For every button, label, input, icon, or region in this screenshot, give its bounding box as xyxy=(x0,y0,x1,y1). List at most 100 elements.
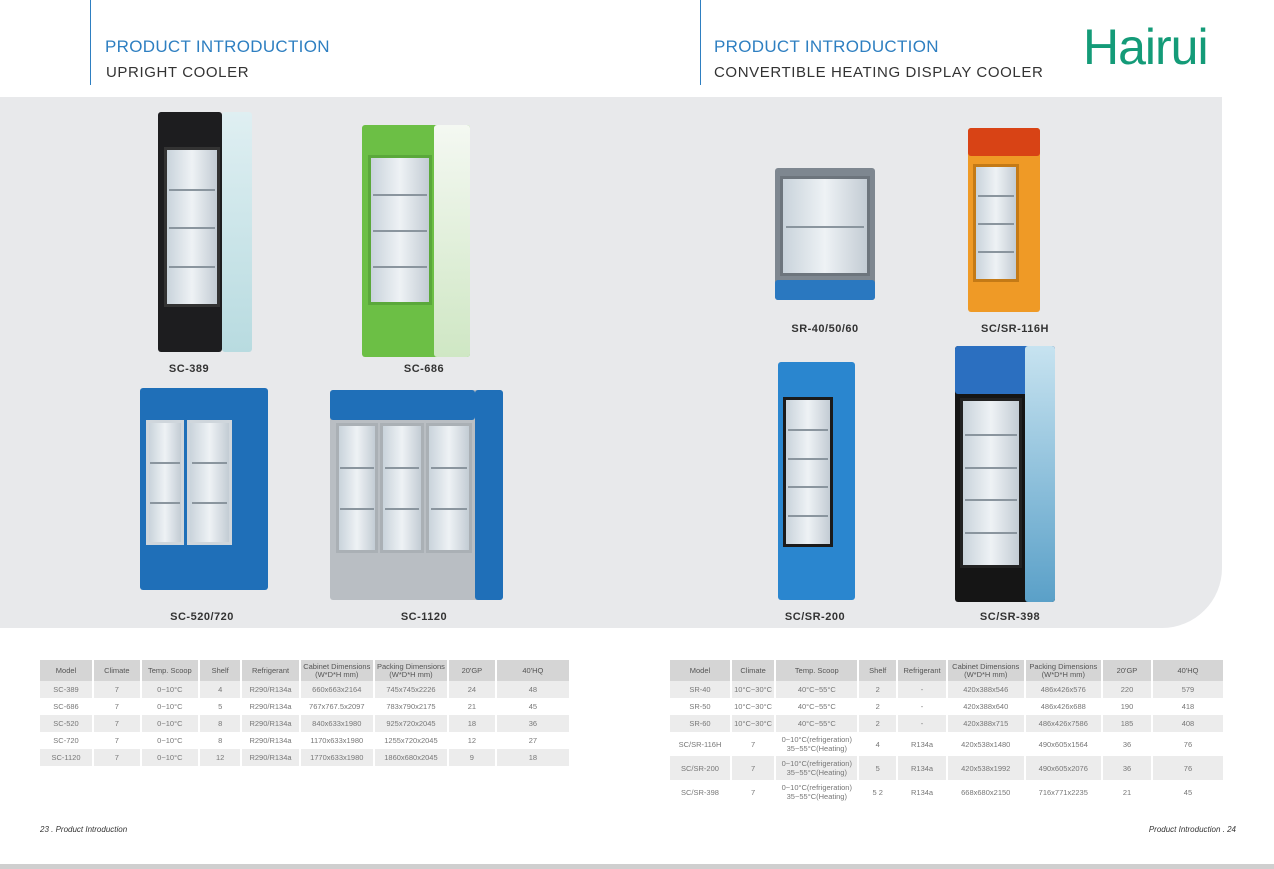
table-cell: 40°C~55°C xyxy=(775,698,860,715)
table-cell: 7 xyxy=(93,715,142,732)
table-cell: 767x767.5x2097 xyxy=(299,698,375,715)
column-header: 40'HQ xyxy=(495,660,572,681)
table-cell: 418 xyxy=(1151,698,1226,715)
table-cell: 408 xyxy=(1151,715,1226,732)
table-cell: 2 xyxy=(858,698,899,715)
table-cell: 21 xyxy=(448,698,497,715)
table-cell: 8 xyxy=(198,732,243,749)
product-label: SC/SR-116H xyxy=(981,323,1049,335)
table-cell: 8 xyxy=(198,715,243,732)
table-cell: 27 xyxy=(495,732,572,749)
column-header: 20'GP xyxy=(1102,660,1153,681)
table-cell: 0~10°C xyxy=(140,681,200,698)
table-cell: - xyxy=(897,715,948,732)
table-cell: 420x538x1480 xyxy=(946,732,1026,756)
table-cell: R290/R134a xyxy=(241,681,301,698)
cooler-sc-520-720 xyxy=(140,388,268,590)
right-header-subtitle: CONVERTIBLE HEATING DISPLAY COOLER xyxy=(714,64,1044,81)
table-cell: SC-720 xyxy=(40,732,94,749)
table-cell: SC-686 xyxy=(40,698,94,715)
table-cell: 5 xyxy=(858,756,899,780)
table-cell: 36 xyxy=(495,715,572,732)
table-cell: R290/R134a xyxy=(241,749,301,766)
table-cell: SC-520 xyxy=(40,715,94,732)
table-cell: 76 xyxy=(1151,732,1226,756)
column-header: Model xyxy=(40,660,94,681)
column-header: Climate xyxy=(93,660,142,681)
table-cell: 45 xyxy=(1151,780,1226,804)
table-cell: SC-1120 xyxy=(40,749,94,766)
table-cell: 783x790x2175 xyxy=(373,698,450,715)
table-cell: 36 xyxy=(1102,732,1153,756)
product-label: SC-520/720 xyxy=(170,611,234,623)
product-label: SC/SR-200 xyxy=(784,611,846,623)
product-label: SC-1120 xyxy=(400,611,448,623)
column-header: Shelf xyxy=(198,660,243,681)
left-header-rule xyxy=(90,0,91,85)
table-cell: 925x720x2045 xyxy=(373,715,450,732)
table-cell: 40°C~55°C xyxy=(775,681,860,698)
table-cell: 4 xyxy=(198,681,243,698)
table-cell: 190 xyxy=(1102,698,1153,715)
cooler-sc-sr-398 xyxy=(955,346,1055,602)
table-cell: 185 xyxy=(1102,715,1153,732)
table-cell: 486x426x688 xyxy=(1024,698,1104,715)
cooler-sc-sr-116h xyxy=(968,128,1040,312)
table-cell: 10°C~30°C xyxy=(730,698,777,715)
column-header: Model xyxy=(670,660,732,681)
table-cell: 18 xyxy=(448,715,497,732)
table-cell: 7 xyxy=(93,732,142,749)
table-cell: 36 xyxy=(1102,756,1153,780)
column-header: Temp. Scoop xyxy=(140,660,200,681)
table-cell: 9 xyxy=(448,749,497,766)
table-cell: 45 xyxy=(495,698,572,715)
table-cell: 1170x633x1980 xyxy=(299,732,375,749)
table-cell: 0~10°C(refrigeration) 35~55°C(Heating) xyxy=(775,780,860,804)
table-cell: R134a xyxy=(897,732,948,756)
column-header: Refrigerant xyxy=(241,660,301,681)
table-cell: SR-40 xyxy=(670,681,732,698)
table-cell: 490x605x1564 xyxy=(1024,732,1104,756)
column-header: Cabinet Dimensions (W*D*H mm) xyxy=(299,660,375,681)
table-cell: 0~10°C xyxy=(140,715,200,732)
column-header: 40'HQ xyxy=(1151,660,1226,681)
table-cell: 486x426x576 xyxy=(1024,681,1104,698)
table-cell: 18 xyxy=(495,749,572,766)
table-cell: 490x605x2076 xyxy=(1024,756,1104,780)
table-cell: 420x388x546 xyxy=(946,681,1026,698)
column-header: Climate xyxy=(730,660,777,681)
table-cell: - xyxy=(897,698,948,715)
table-cell: SC/SR-398 xyxy=(670,780,732,804)
footer-right-page: Product Introduction . 24 xyxy=(1148,825,1236,834)
table-cell: R290/R134a xyxy=(241,698,301,715)
cooler-sr-40-50-60 xyxy=(775,168,875,300)
table-cell: 0~10°C(refrigeration) 35~55°C(Heating) xyxy=(775,756,860,780)
table-cell: 579 xyxy=(1151,681,1226,698)
table-cell: R290/R134a xyxy=(241,732,301,749)
table-cell: 7 xyxy=(93,698,142,715)
table-cell: 40°C~55°C xyxy=(775,715,860,732)
right-header-title: PRODUCT INTRODUCTION xyxy=(714,37,939,56)
left-header-subtitle: UPRIGHT COOLER xyxy=(106,64,250,81)
brand-logo: Hairui xyxy=(1083,19,1209,75)
left-header-title: PRODUCT INTRODUCTION xyxy=(105,37,330,56)
table-cell: 7 xyxy=(93,749,142,766)
column-header: Packing Dimensions (W*D*H mm) xyxy=(373,660,450,681)
bottom-bar xyxy=(0,864,1274,869)
cooler-sc-1120 xyxy=(330,390,503,600)
product-label: SC-389 xyxy=(168,363,210,375)
table-cell: 745x745x2226 xyxy=(373,681,450,698)
table-cell: 7 xyxy=(730,756,777,780)
right-header-rule xyxy=(700,0,701,85)
table-cell: 5 2 xyxy=(858,780,899,804)
table-cell: 10°C~30°C xyxy=(730,681,777,698)
